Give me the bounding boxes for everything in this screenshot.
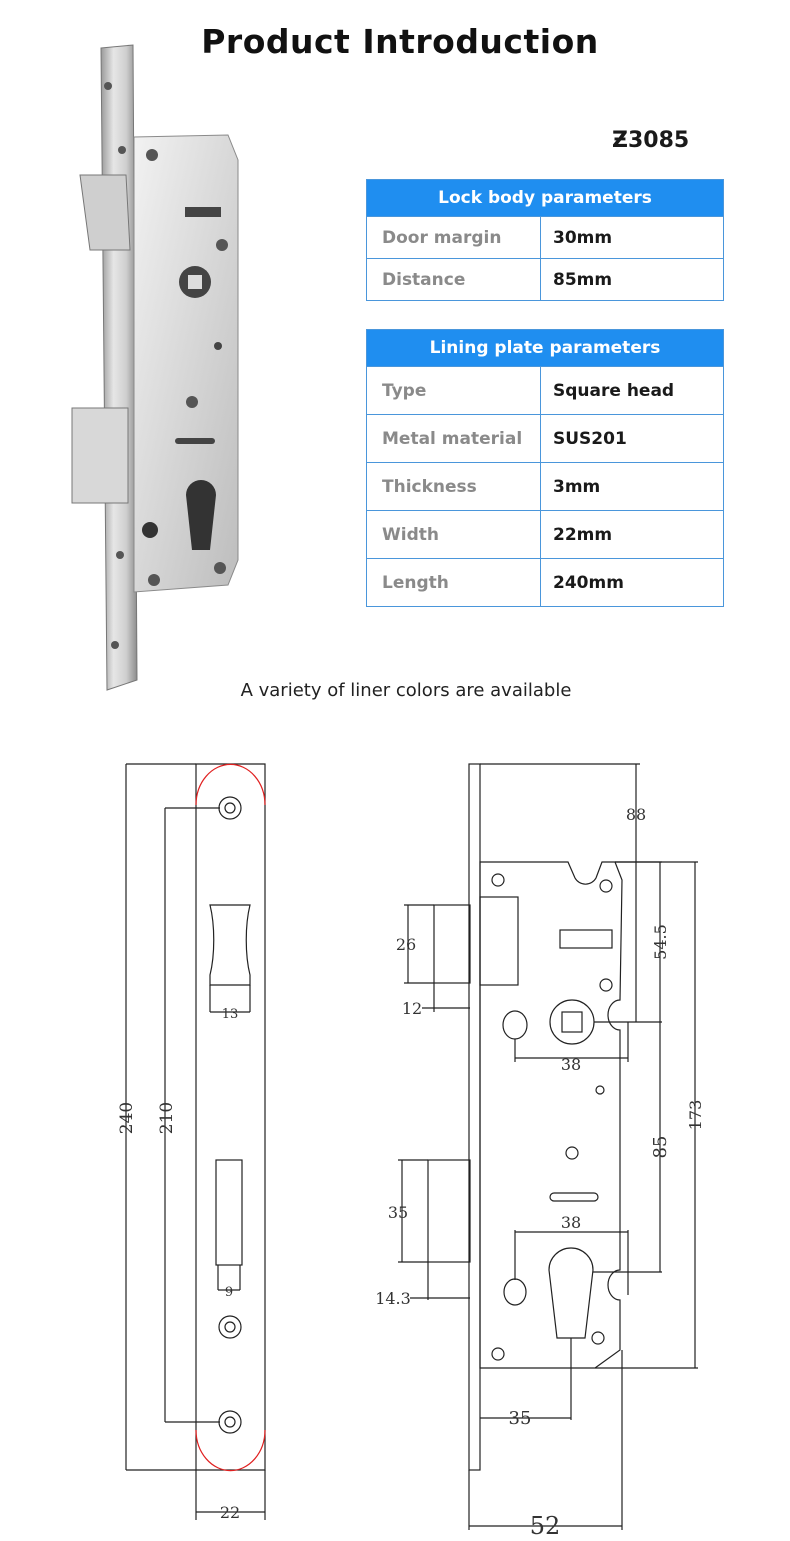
dim-backset: 35	[509, 1408, 532, 1429]
table-header: Lining plate parameters	[366, 329, 724, 367]
param-value: Square head	[540, 366, 724, 415]
dim-slot-width-bottom: 9	[225, 1285, 233, 1300]
table-row: Thickness 3mm	[366, 462, 724, 511]
dim-top-offset: 88	[626, 805, 646, 824]
param-key: Door margin	[366, 216, 541, 259]
dim-cylinder-offset: 38	[561, 1213, 581, 1232]
dim-body-width: 52	[530, 1512, 561, 1540]
table-header: Lock body parameters	[366, 179, 724, 217]
liner-colors-caption: A variety of liner colors are available	[240, 680, 572, 701]
table-row: Width 22mm	[366, 510, 724, 559]
dim-hole-spacing: 210	[157, 1102, 177, 1134]
table-row: Length 240mm	[366, 558, 724, 607]
dim-latch-depth: 12	[402, 999, 422, 1018]
dim-center-distance: 85	[650, 1136, 671, 1159]
dim-spindle-to-top: 54.5	[651, 924, 670, 960]
table-row: Type Square head	[366, 366, 724, 415]
model-number: Ƶ3085	[612, 128, 690, 153]
lock-body-photo	[71, 44, 239, 691]
param-value: 22mm	[540, 510, 724, 559]
dim-plate-width: 22	[220, 1503, 240, 1522]
param-key: Length	[366, 558, 541, 607]
lock-body-drawing	[398, 763, 698, 1530]
lining-plate-drawing	[125, 763, 266, 1520]
param-key: Width	[366, 510, 541, 559]
dim-body-height: 173	[686, 1100, 705, 1131]
dim-plate-length: 240	[117, 1102, 137, 1134]
dim-bolt-height: 35	[388, 1203, 408, 1222]
param-value: SUS201	[540, 414, 724, 463]
param-key: Distance	[366, 258, 541, 301]
param-value: 3mm	[540, 462, 724, 511]
dim-bolt-depth: 14.3	[375, 1289, 411, 1308]
page-title: Product Introduction	[201, 22, 599, 61]
param-key: Type	[366, 366, 541, 415]
param-value: 240mm	[540, 558, 724, 607]
lining-plate-parameters-table: Lining plate parameters Type Square head…	[366, 329, 724, 607]
dim-spindle-offset: 38	[561, 1055, 581, 1074]
dim-slot-width-top: 13	[222, 1007, 239, 1022]
dim-latch-height: 26	[396, 935, 416, 954]
param-value: 30mm	[540, 216, 724, 259]
param-key: Thickness	[366, 462, 541, 511]
table-row: Metal material SUS201	[366, 414, 724, 463]
param-key: Metal material	[366, 414, 541, 463]
lock-body-parameters-table: Lock body parameters Door margin 30mm Di…	[366, 179, 724, 301]
table-row: Door margin 30mm	[366, 216, 724, 259]
param-value: 85mm	[540, 258, 724, 301]
table-row: Distance 85mm	[366, 258, 724, 301]
